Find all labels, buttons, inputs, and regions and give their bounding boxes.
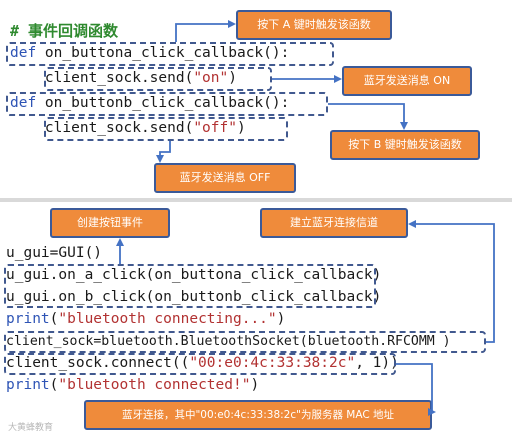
def-buttona-signature: on_buttona_click_callback():	[44, 45, 290, 61]
def-keyword: def	[10, 45, 45, 61]
button-event-highlight	[4, 264, 376, 308]
send-on-string: "on"	[193, 70, 229, 86]
callout-send-on: 蓝牙发送消息 ON	[342, 66, 472, 96]
def-buttonb-highlight	[6, 92, 328, 116]
print-fn: print	[6, 377, 50, 393]
send-on-call: client_sock.send(	[44, 70, 194, 86]
send-on-highlight	[44, 67, 272, 91]
send-off-call: client_sock.send(	[44, 120, 194, 136]
a-click-line: u_gui.on_a_click(on_buttona_click_callba…	[6, 267, 382, 283]
watermark-logo: 大黄蜂教育	[8, 423, 54, 433]
callback-comment: # 事件回调函数	[10, 22, 119, 40]
callout-create-event: 创建按钮事件	[50, 208, 170, 238]
connected-string: "bluetooth connected!"	[58, 377, 251, 393]
connect-call: client_sock.connect((	[6, 355, 190, 371]
print-connected-line: print("bluetooth connected!")	[6, 377, 260, 393]
connecting-string: "bluetooth connecting..."	[58, 311, 277, 327]
send-on-close: )	[228, 70, 237, 86]
callout-build-channel: 建立蓝牙连接信道	[260, 208, 408, 238]
send-off-line: client_sock.send("off")	[10, 119, 246, 137]
top-code-panel: # 事件回调函数 def on_buttona_click_callback()…	[0, 0, 512, 198]
connect-highlight	[4, 353, 396, 375]
send-off-highlight	[44, 117, 288, 141]
def-buttona-highlight	[6, 42, 334, 66]
def-keyword: def	[10, 95, 45, 111]
callout-send-off: 蓝牙发送消息 OFF	[154, 163, 296, 193]
callout-connect-info: 蓝牙连接，其中"00:e0:4c:33:38:2c"为服务器 MAC 地址	[84, 400, 432, 430]
print-fn: print	[6, 311, 50, 327]
indent	[10, 120, 45, 136]
indent	[10, 70, 45, 86]
send-on-line: client_sock.send("on")	[10, 69, 237, 87]
def-buttonb-line: def on_buttonb_click_callback():	[10, 94, 289, 112]
print-connecting-line: print("bluetooth connecting...")	[6, 311, 286, 327]
panel-divider	[0, 198, 512, 202]
b-click-line: u_gui.on_b_click(on_buttonb_click_callba…	[6, 289, 382, 305]
connect-line: client_sock.connect(("00:e0:4c:33:38:2c"…	[6, 354, 399, 372]
def-buttona-line: def on_buttona_click_callback():	[10, 44, 289, 62]
connect-close: , 1))	[355, 355, 399, 371]
def-buttonb-signature: on_buttonb_click_callback():	[44, 95, 290, 111]
gui-line: u_gui=GUI()	[6, 245, 103, 261]
callout-press-b: 按下 B 键时触发该函数	[330, 130, 480, 160]
send-off-string: "off"	[193, 120, 237, 136]
send-off-close: )	[236, 120, 246, 136]
mac-address-string: "00:e0:4c:33:38:2c"	[189, 355, 356, 371]
bottom-code-panel: u_gui=GUI() u_gui.on_a_click(on_buttona_…	[0, 202, 512, 438]
callout-press-a: 按下 A 键时触发该函数	[236, 10, 392, 40]
socket-highlight	[4, 331, 486, 353]
